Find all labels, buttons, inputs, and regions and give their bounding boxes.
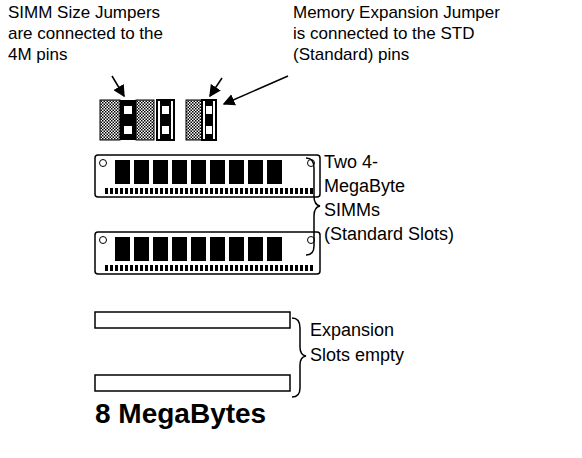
memory-total-caption: 8 MegaBytes — [95, 398, 266, 430]
callout-label: Two 4-MegaByte SIMMs (Standard Slots) — [324, 150, 459, 246]
brace — [292, 318, 306, 397]
brace — [306, 158, 320, 255]
simm-size-jumpers — [100, 100, 174, 140]
expansion-slot — [95, 375, 290, 391]
expansion-jumper — [186, 100, 216, 140]
simm-module — [95, 155, 320, 197]
callout-label: Expansion Slots empty — [310, 318, 405, 368]
simm-module — [95, 232, 320, 274]
expansion-slot — [95, 312, 290, 328]
callout-label: SIMM Size Jumpers are connected to the 4… — [8, 2, 173, 65]
callout-label: Memory Expansion Jumper is connected to … — [293, 2, 505, 65]
